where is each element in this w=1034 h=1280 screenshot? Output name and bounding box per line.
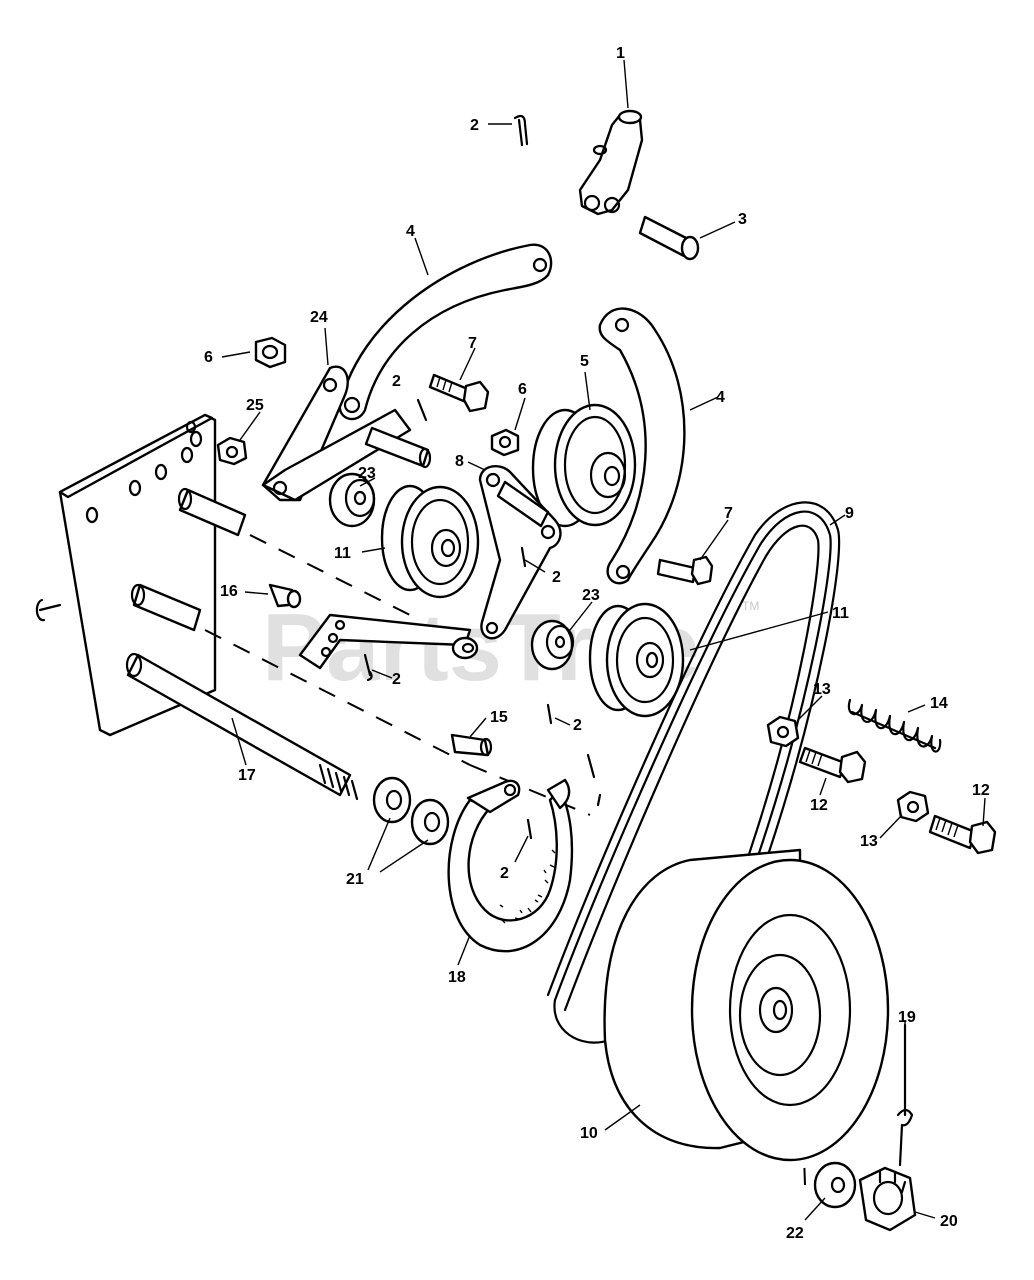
part-spacer-23-upper bbox=[328, 472, 376, 528]
callout-2-mid: 2 bbox=[392, 373, 401, 390]
callout-9: 9 bbox=[845, 505, 854, 522]
part-castle-nut-20 bbox=[858, 1166, 917, 1232]
part-clevis bbox=[578, 109, 644, 216]
mounting-plate bbox=[35, 413, 217, 737]
part-idler-pulley-11-lower bbox=[588, 602, 685, 718]
part-pulley-5 bbox=[531, 403, 637, 528]
callout-2-near-8: 2 bbox=[552, 569, 561, 586]
callout-13-lower: 13 bbox=[860, 833, 878, 850]
callout-12-lower: 12 bbox=[972, 782, 990, 799]
part-wheel-10 bbox=[603, 848, 890, 1162]
part-nut-25 bbox=[216, 436, 248, 466]
callout-11-lower: 11 bbox=[832, 605, 849, 622]
leader-lines bbox=[221, 59, 986, 1221]
callout-22: 22 bbox=[786, 1225, 804, 1242]
callout-14: 14 bbox=[930, 695, 948, 712]
part-spacer-23-lower bbox=[530, 619, 575, 671]
part-washers-21 bbox=[372, 776, 450, 846]
callout-2-band: 2 bbox=[500, 865, 509, 882]
callout-7-right: 7 bbox=[724, 505, 733, 522]
callout-25: 25 bbox=[246, 397, 264, 414]
part-triangle-bracket bbox=[261, 365, 432, 502]
part-sleeve-15 bbox=[450, 733, 493, 757]
part-nut-6-left bbox=[254, 336, 287, 369]
part-bolt-12-upper bbox=[798, 746, 867, 784]
callout-24: 24 bbox=[310, 309, 328, 326]
callout-6-mid: 6 bbox=[518, 381, 527, 398]
callout-13-upper: 13 bbox=[813, 681, 831, 698]
part-idler-pulley-11-upper bbox=[380, 484, 480, 599]
callout-15: 15 bbox=[490, 709, 508, 726]
part-cotter-pin-19 bbox=[896, 1023, 914, 1167]
part-brake-band-18 bbox=[447, 778, 574, 953]
callout-7-upper: 7 bbox=[468, 335, 477, 352]
callouts: 1 2 3 4 24 6 7 2 25 5 6 4 8 23 11 2 9 7 … bbox=[204, 45, 990, 1242]
part-nut-13-lower bbox=[896, 790, 930, 823]
callout-19: 19 bbox=[898, 1009, 916, 1026]
part-bolt-7-upper bbox=[428, 373, 490, 413]
callout-18: 18 bbox=[448, 969, 466, 986]
callout-11-upper: 11 bbox=[334, 545, 351, 562]
part-bolt-7-right bbox=[656, 555, 714, 586]
callout-8: 8 bbox=[455, 453, 464, 470]
part-cotter-pin-left bbox=[363, 653, 373, 682]
callout-5: 5 bbox=[580, 353, 589, 370]
part-idler-bracket-8 bbox=[478, 464, 562, 640]
callout-4-upper: 4 bbox=[406, 223, 415, 240]
plate-shafts bbox=[125, 487, 359, 801]
part-nut-6-mid bbox=[490, 428, 520, 457]
part-washer-22 bbox=[813, 1161, 857, 1209]
part-small-spacer bbox=[451, 636, 479, 660]
callout-16: 16 bbox=[220, 583, 238, 600]
part-nut-13-upper bbox=[766, 715, 800, 748]
part-bolt-12-lower bbox=[928, 814, 997, 855]
part-arm-right bbox=[598, 307, 686, 585]
callout-23-lower: 23 bbox=[582, 587, 600, 604]
callout-10: 10 bbox=[580, 1125, 598, 1142]
part-cotter-pins-band bbox=[526, 793, 602, 840]
part-cotter-pins-center bbox=[546, 703, 596, 779]
callout-2-left: 2 bbox=[392, 671, 401, 688]
callout-1: 1 bbox=[616, 45, 625, 62]
part-cotter-pin-8 bbox=[520, 546, 527, 568]
callout-2-center: 2 bbox=[573, 717, 582, 734]
part-clevis-pin bbox=[638, 215, 700, 261]
callout-21: 21 bbox=[346, 871, 364, 888]
callout-4-right: 4 bbox=[716, 389, 725, 406]
part-arm-upper bbox=[338, 243, 553, 421]
part-spring-14 bbox=[847, 698, 942, 753]
callout-12-upper: 12 bbox=[810, 797, 828, 814]
callout-6-left: 6 bbox=[204, 349, 213, 366]
callout-17: 17 bbox=[238, 767, 256, 784]
part-stud-16 bbox=[268, 583, 302, 609]
callout-3: 3 bbox=[738, 211, 747, 228]
part-cotter-pin-top bbox=[513, 114, 529, 147]
watermark-trademark: TM bbox=[742, 599, 759, 613]
callout-20: 20 bbox=[940, 1213, 958, 1230]
callout-2-top: 2 bbox=[470, 117, 479, 134]
callout-23-upper: 23 bbox=[358, 465, 376, 482]
part-cotter-pin-mid bbox=[416, 398, 428, 422]
